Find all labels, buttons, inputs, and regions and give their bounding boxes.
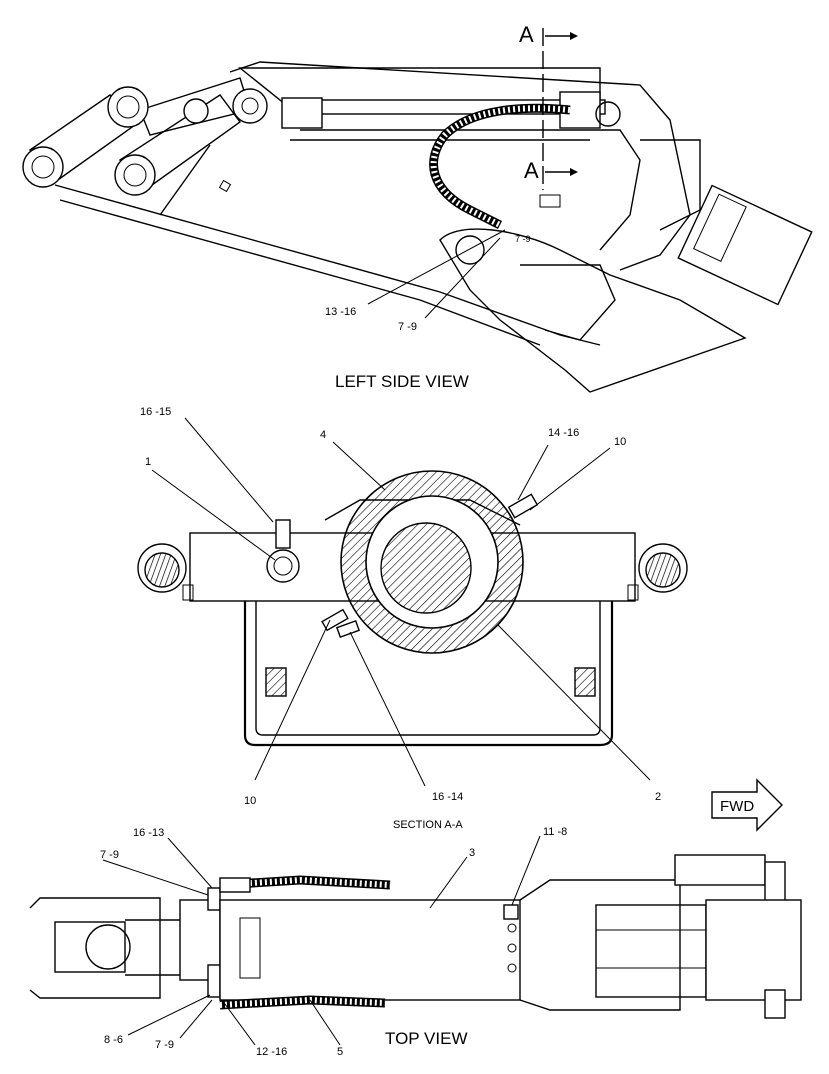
callout-16-14: 16 -14 <box>432 791 463 803</box>
left-side-view-title: LEFT SIDE VIEW <box>335 372 469 391</box>
callout-7-9-top: 7 -9 <box>100 849 119 861</box>
callout-10-right: 10 <box>614 436 626 448</box>
top-view-title: TOP VIEW <box>385 1029 468 1048</box>
section-a-marker: A A <box>519 22 578 190</box>
callout-11-8: 11 -8 <box>543 826 567 838</box>
callout-14-16: 14 -16 <box>548 427 579 439</box>
fwd-label: FWD <box>720 798 754 815</box>
callout-16-13: 16 -13 <box>133 827 164 839</box>
callout-5: 5 <box>337 1046 343 1058</box>
section-marker-bottom: A <box>524 158 539 183</box>
section-marker-top: A <box>519 22 534 47</box>
callout-13-16: 13 -16 <box>325 306 356 318</box>
small-label-7-9: 7 -9 <box>515 234 531 244</box>
callout-2: 2 <box>655 791 661 803</box>
bucket <box>439 228 747 393</box>
callout-10-left: 10 <box>244 795 256 807</box>
callout-4: 4 <box>320 429 326 441</box>
left-side-view: A A 13 -16 7 -9 7 -9 LEFT SIDE VIEW <box>22 22 813 393</box>
top-view: 16 -13 7 -9 3 11 -8 8 -6 7 -9 12 -16 5 T… <box>29 826 802 1058</box>
callout-7-9-bottom: 7 -9 <box>155 1039 174 1051</box>
attachment-tube <box>640 139 813 306</box>
callout-1: 1 <box>145 456 151 468</box>
linkage <box>22 77 268 196</box>
callout-3: 3 <box>469 847 475 859</box>
callout-7-9: 7 -9 <box>398 321 417 333</box>
callout-8-6: 8 -6 <box>104 1034 123 1046</box>
section-a-a-title: SECTION A-A <box>393 819 463 831</box>
callout-12-16: 12 -16 <box>256 1046 287 1058</box>
fwd-arrow: FWD <box>711 778 783 832</box>
callout-16-15: 16 -15 <box>140 406 171 418</box>
section-a-a: 16 -15 1 4 14 -16 10 10 16 -14 2 SECTION… <box>137 406 688 831</box>
